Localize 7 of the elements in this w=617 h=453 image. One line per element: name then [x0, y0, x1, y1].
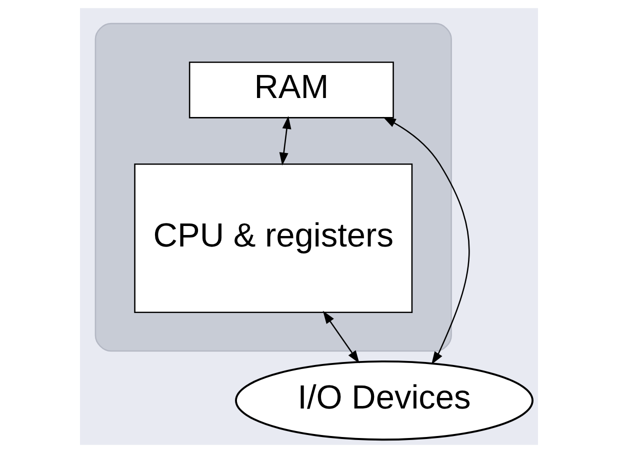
arrow: [322, 310, 359, 364]
node-box: CPU & registers: [134, 163, 412, 313]
node-ellipse: I/O Devices: [234, 360, 533, 441]
cluster: [94, 22, 452, 352]
arrow: [382, 116, 470, 365]
arrow: [278, 116, 291, 166]
node-box: RAM: [188, 62, 394, 118]
